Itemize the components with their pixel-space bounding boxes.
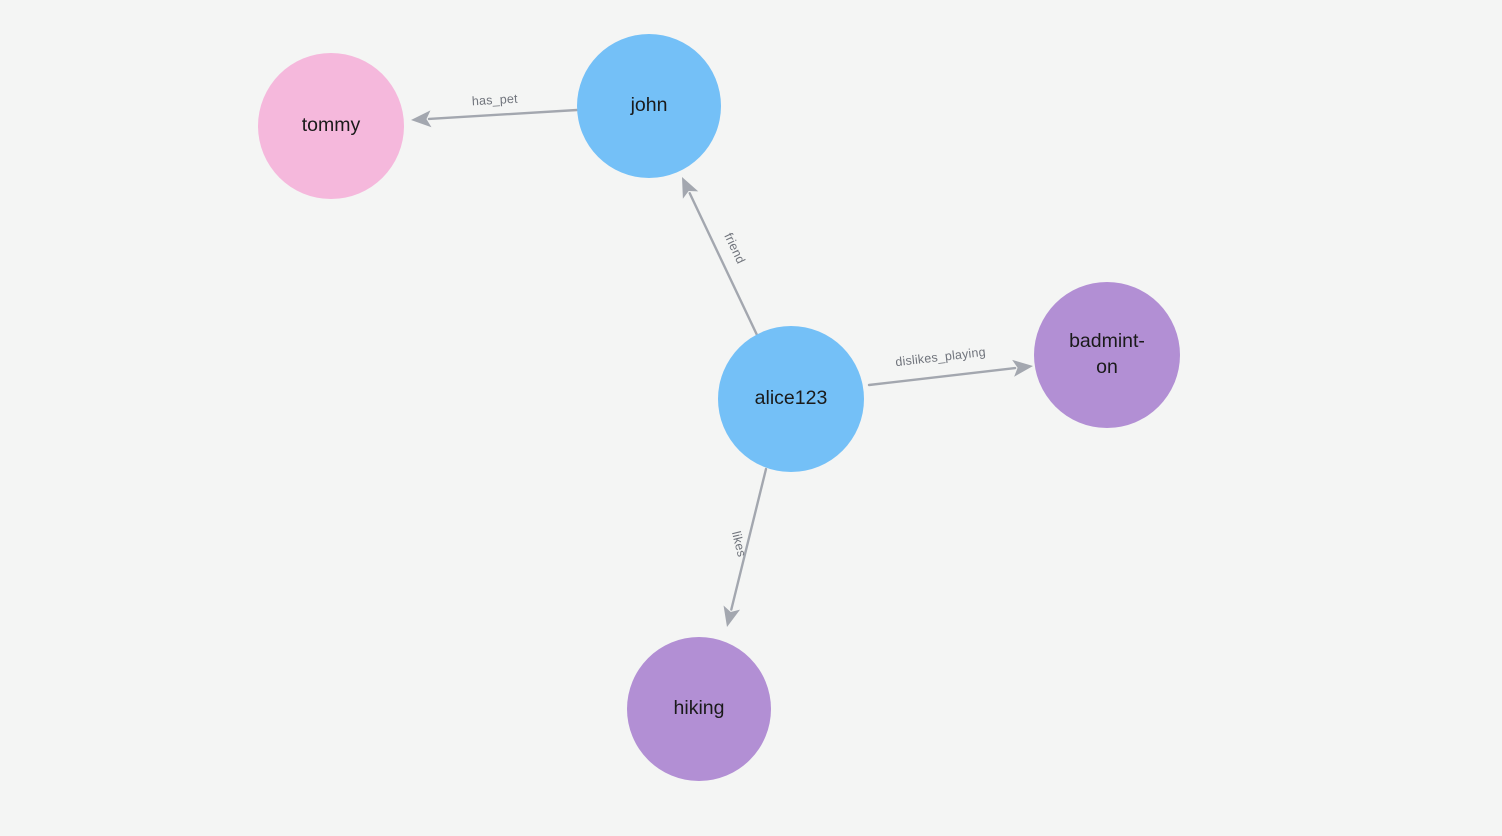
node-circle[interactable] [577,34,721,178]
edge-arrowhead [411,110,432,128]
node-circle[interactable] [718,326,864,472]
edge-arrowhead [1012,359,1033,377]
graph-node-alice123[interactable]: alice123 [718,326,864,472]
edge-line [730,467,768,611]
node-label: hiking [674,697,725,719]
edge-line [427,108,579,121]
graph-edge[interactable]: has_pet [411,92,579,128]
edge-arrowhead [682,177,699,199]
node-label: john [630,94,668,116]
nodes-layer: tommy john alice123 badmint-on hiking [258,34,1180,781]
node-circle[interactable] [1034,282,1180,428]
graph-node-john[interactable]: john [577,34,721,178]
edge-label: friend [721,231,748,266]
graph-node-hiking[interactable]: hiking [627,637,771,781]
graph-node-badminton[interactable]: badmint-on [1034,282,1180,428]
graph-edge[interactable]: friend [682,177,759,337]
graph-edge[interactable]: dislikes_playing [867,345,1033,387]
graph-node-tommy[interactable]: tommy [258,53,404,199]
node-label: badmint-on [1069,330,1145,378]
edge-label: has_pet [471,92,518,109]
edge-label: dislikes_playing [895,345,987,369]
node-circle[interactable] [627,637,771,781]
node-label: alice123 [755,387,828,409]
edge-line [688,192,759,337]
edge-line [867,366,1017,387]
edge-label: likes [729,530,749,559]
node-label: tommy [302,114,361,136]
edge-arrowhead [723,605,741,627]
graph-edge[interactable]: likes [723,467,768,627]
node-circle[interactable] [258,53,404,199]
